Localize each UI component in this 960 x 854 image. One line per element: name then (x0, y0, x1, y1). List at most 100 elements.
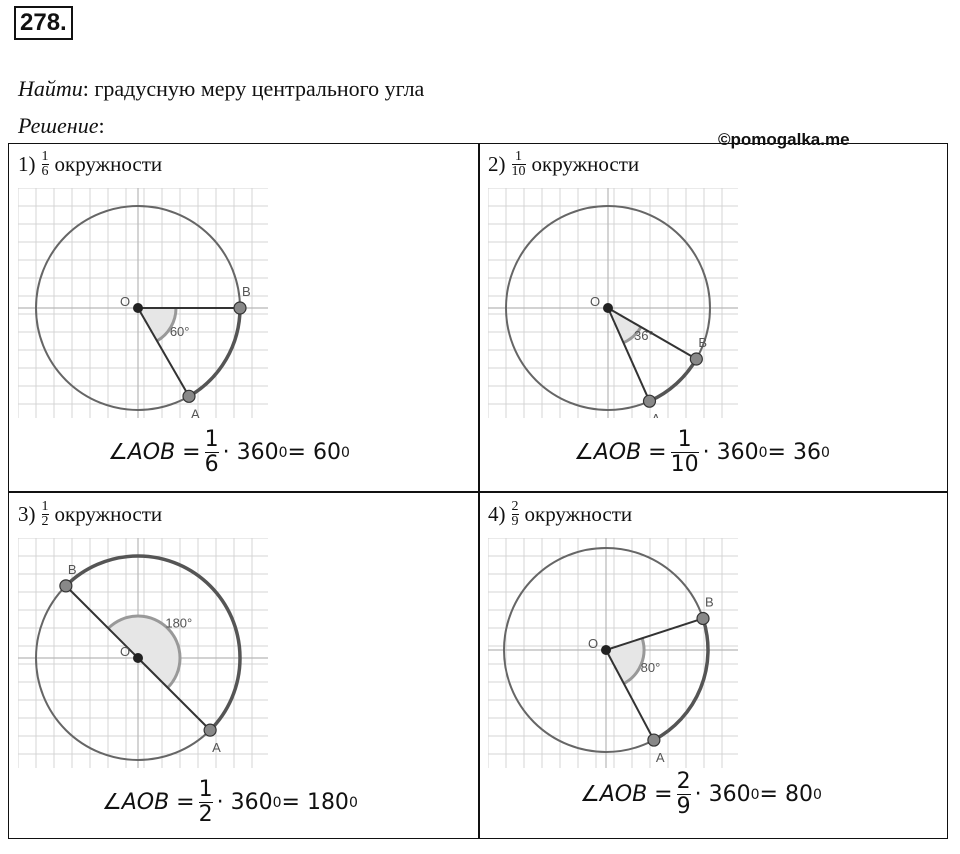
cell-3-num: 1 (41, 499, 49, 514)
cell-4-index: 4) (488, 502, 506, 526)
cell-2-formula-exp2: 0 (820, 444, 830, 461)
cell-2-radius-ob (607, 307, 697, 360)
cell-1-num: 1 (41, 149, 49, 164)
find-text: : градусную меру центрального угла (82, 76, 425, 101)
cell-1-formula-mid: · 360 (222, 440, 279, 465)
cell-3-formula-left: ∠AOB = (102, 790, 195, 815)
cell-2-circle (505, 205, 711, 411)
cell-1-angle-arc (156, 307, 178, 343)
find-line: Найти: градусную меру центрального угла (18, 76, 424, 102)
cell-3-formula-mid: · 360 (216, 790, 273, 815)
cell-4-label-b: B (705, 594, 714, 609)
cell-1-formula-exp2: 0 (340, 444, 350, 461)
cell-4-formula-mid: · 360 (694, 782, 751, 807)
cell-2-radius-oa (607, 307, 651, 402)
cell-4-formula-exp2: 0 (812, 786, 822, 803)
cell-4-angle-arc (623, 637, 646, 685)
cell-3-point-o (133, 653, 143, 663)
cell-2-formula-den: 10 (670, 452, 699, 477)
cell-3-label-o: O (120, 644, 130, 659)
cell-4-label-a: A (656, 750, 665, 765)
cell-3-diagram: O A B 180° (18, 538, 268, 768)
cell-2-diagram: OAB36° (488, 188, 738, 418)
cell-3-label-b: B (68, 562, 77, 577)
cell-2-index: 2) (488, 152, 506, 176)
cell-4-point-a (647, 733, 661, 747)
cell-2-point-o (603, 303, 613, 313)
cell-1-formula-num: 1 (204, 427, 219, 452)
cell-2-label-a: A (651, 411, 660, 418)
cell-2-point-b (689, 352, 703, 366)
cell-3-word: окружности (54, 502, 163, 526)
cell-2-arc-ab (648, 358, 698, 403)
cell-1-formula-den: 6 (204, 452, 219, 477)
cell-2-point-a (642, 394, 657, 408)
cell-3-den: 2 (41, 514, 49, 529)
cell-4-formula-den: 9 (676, 794, 691, 819)
cell-4-radius-ob (605, 617, 704, 651)
cell-3-formula-exp2: 0 (348, 794, 358, 811)
cell-4-point-b (696, 611, 710, 626)
cell-4-formula-eq: = 80 (759, 782, 813, 807)
table-divider-horizontal (8, 491, 948, 493)
cell-1-point-a (182, 389, 196, 403)
cell-3-point-b (59, 579, 73, 593)
cell-1-formula-left: ∠AOB = (108, 440, 201, 465)
cell-2-den: 10 (511, 164, 526, 179)
cell-4-label-o: O (588, 636, 598, 651)
cell-3-point-a (203, 723, 217, 737)
cell-1-arc-ab (188, 307, 242, 398)
cell-4-angle-label: 80° (641, 660, 661, 675)
watermark: ©pomogalka.me (718, 130, 850, 149)
cell-4-formula-exp1: 0 (750, 786, 760, 803)
cell-3-formula-eq: = 180 (281, 790, 349, 815)
solution-label: Решение (18, 113, 99, 138)
cell-4-den: 9 (511, 514, 519, 529)
cell-3-angle-label: 180° (165, 616, 192, 631)
cell-4-word: окружности (524, 502, 633, 526)
cell-3-index: 3) (18, 502, 36, 526)
problem-number: 278. (14, 6, 73, 40)
cell-2-formula-mid: · 360 (702, 440, 759, 465)
cell-4-arc-ab (653, 617, 710, 742)
solution-colon: : (98, 113, 105, 138)
cell-2-label-b: B (698, 335, 707, 350)
cell-3-angle-arc (107, 614, 182, 689)
cell-4-formula-num: 2 (676, 769, 691, 794)
cell-3-arc-ab (64, 554, 242, 732)
cell-1-index: 1) (18, 152, 36, 176)
cell-1-point-o (133, 303, 143, 313)
cell-3-formula-exp1: 0 (272, 794, 282, 811)
cell-2-label-o: O (590, 294, 600, 309)
cell-2-formula-eq: = 36 (767, 440, 821, 465)
cell-1-formula-eq: = 60 (287, 440, 341, 465)
find-label: Найти (18, 76, 83, 101)
cell-3-label-a: A (212, 740, 221, 755)
cell-4-point-o (601, 645, 611, 655)
cell-3-radius-ob (65, 585, 139, 659)
cell-4-formula-left: ∠AOB = (580, 782, 673, 807)
cell-4-radius-oa (605, 649, 655, 741)
cell-3-angle-sector (108, 616, 180, 688)
cell-3-formula-den: 2 (198, 802, 213, 827)
cell-2-word: окружности (531, 152, 640, 176)
cell-2-formula-num: 1 (677, 427, 692, 452)
cell-1-label-a: A (191, 406, 200, 418)
cell-3-formula-num: 1 (198, 777, 213, 802)
cell-4-diagram: O A B 80° (488, 538, 738, 768)
cell-1-point-b (233, 301, 247, 315)
cell-3-radius-oa (137, 657, 211, 731)
